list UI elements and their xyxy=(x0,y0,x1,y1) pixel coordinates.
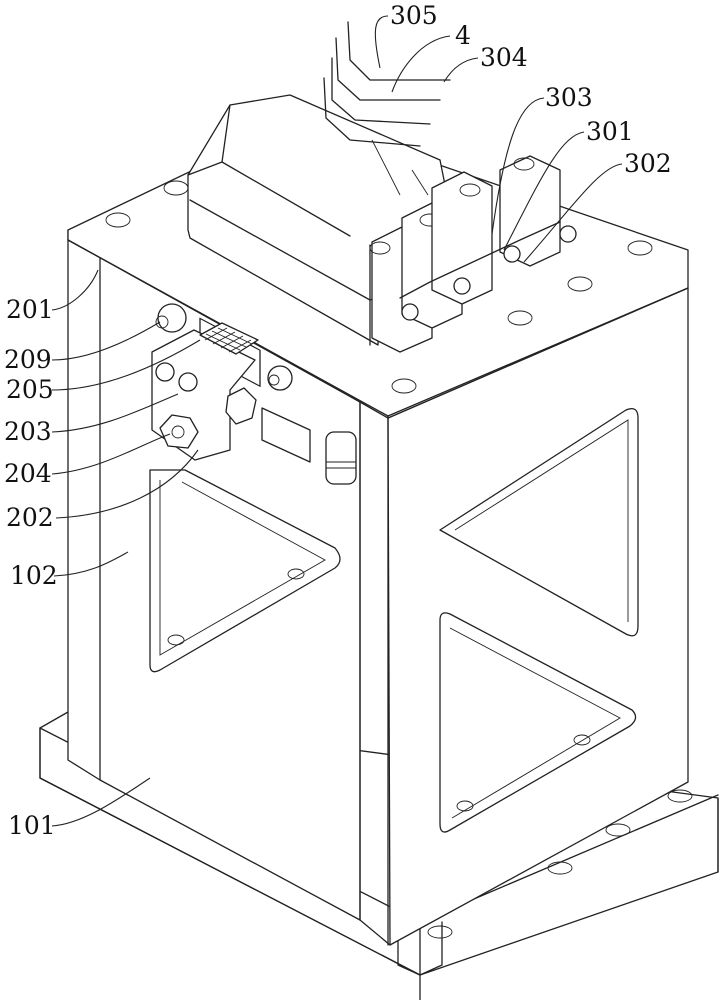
label-4: 4 xyxy=(455,21,471,50)
label-302: 302 xyxy=(624,149,672,178)
terminal-module-300 xyxy=(187,21,577,353)
terminal-blocks xyxy=(369,155,561,353)
label-304: 304 xyxy=(480,43,528,72)
side-bracket-assembly xyxy=(151,303,357,485)
label-203: 203 xyxy=(4,417,52,446)
label-202: 202 xyxy=(6,503,54,532)
label-209: 209 xyxy=(4,345,52,374)
label-301: 301 xyxy=(586,117,634,146)
label-201: 201 xyxy=(6,295,54,324)
label-305: 305 xyxy=(390,1,438,30)
reference-labels: 305 4 304 303 301 302 201 209 205 203 20… xyxy=(4,1,672,840)
label-101: 101 xyxy=(8,811,56,840)
leader-lines xyxy=(51,15,623,827)
label-303: 303 xyxy=(545,83,593,112)
label-102: 102 xyxy=(10,561,58,590)
label-204: 204 xyxy=(4,459,52,488)
terminal-screws-302 xyxy=(401,225,577,321)
label-205: 205 xyxy=(6,375,54,404)
contact-springs xyxy=(323,21,451,196)
